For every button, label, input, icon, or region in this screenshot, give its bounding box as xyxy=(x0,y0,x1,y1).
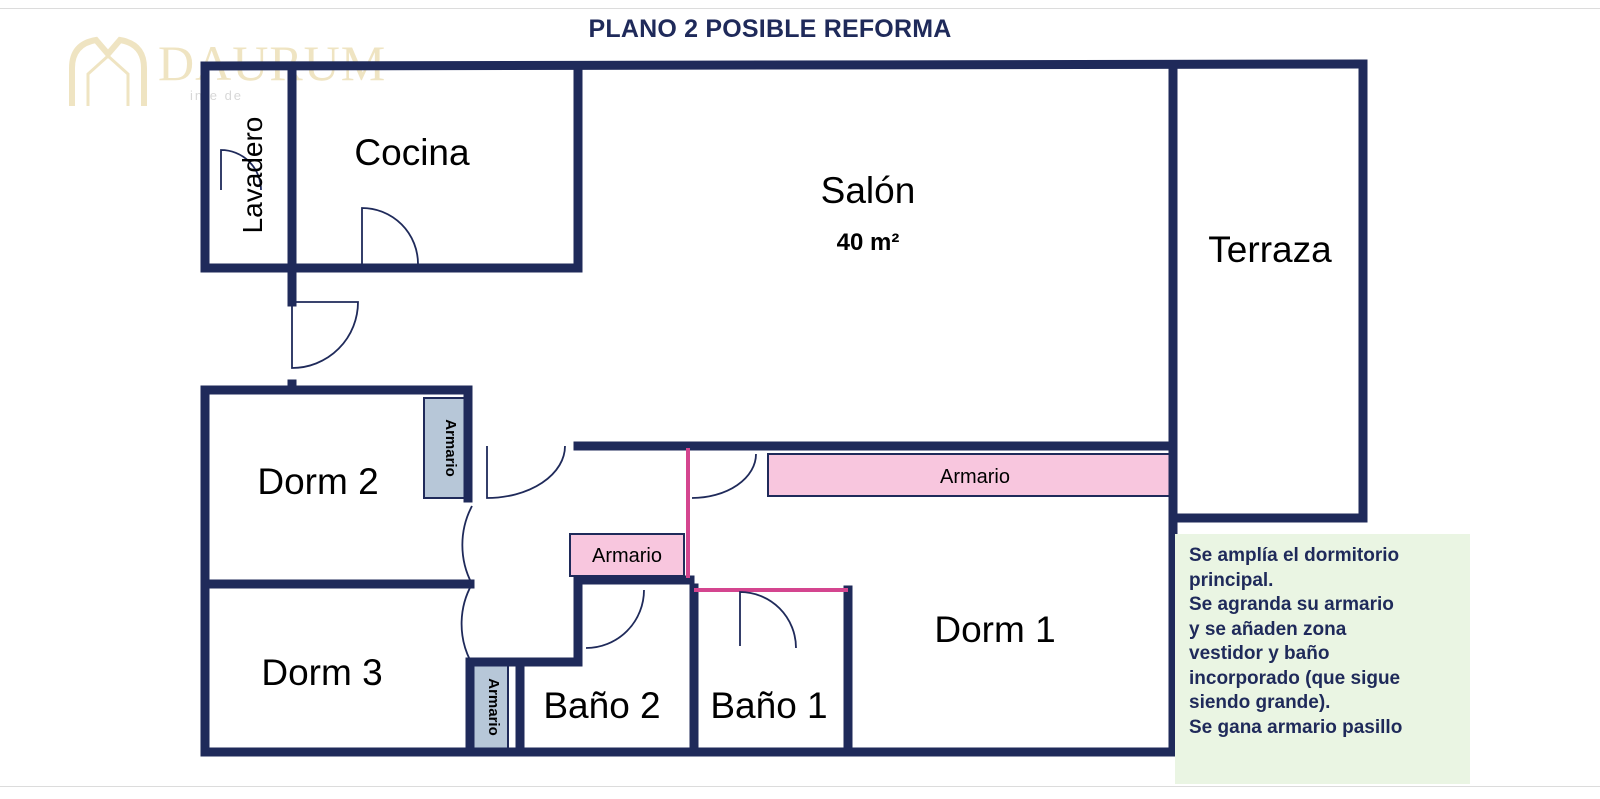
walls xyxy=(200,59,1368,757)
top-frame-line xyxy=(0,8,1600,9)
room-label-salon: Salón xyxy=(821,170,916,211)
room-label-dorm1: Dorm 1 xyxy=(934,609,1055,650)
door-dorm1 xyxy=(691,453,757,499)
wall-north xyxy=(200,59,1368,71)
armario-dorm2-fill xyxy=(423,397,469,499)
room-label-dorm3: Dorm 3 xyxy=(261,652,382,693)
salon-area-label: 40 m² xyxy=(837,229,900,256)
door-bano1 xyxy=(739,591,797,649)
door-bano2 xyxy=(585,589,645,649)
reform-note-box: Se amplía el dormitorio principal. Se ag… xyxy=(1175,534,1470,784)
armario-dorm3-label: Armario xyxy=(485,678,502,736)
room-label-cocina: Cocina xyxy=(354,132,470,173)
bottom-frame-line xyxy=(0,786,1600,787)
reform-note-text: Se amplía el dormitorio principal. Se ag… xyxy=(1189,545,1403,738)
door-dorm2 xyxy=(486,445,566,499)
room-label-bano1: Baño 1 xyxy=(710,685,827,726)
armario-dorm1-label: Armario xyxy=(940,466,1010,488)
armario-pasillo-fill xyxy=(569,533,685,577)
door-dorm2-pasillo xyxy=(461,505,473,585)
doors xyxy=(220,149,797,661)
door-lavadero xyxy=(220,149,262,191)
door-dorm3 xyxy=(460,583,473,661)
room-label-terraza: Terraza xyxy=(1208,229,1332,270)
armario-dorm2-label: Armario xyxy=(442,419,459,477)
room-label-lavadero: Lavadero xyxy=(237,117,268,234)
armario-pasillo-label: Armario xyxy=(592,545,662,567)
door-cocina xyxy=(361,207,419,265)
new-walls xyxy=(686,448,848,592)
room-label-dorm2: Dorm 2 xyxy=(257,461,378,502)
house-arch-icon xyxy=(69,36,147,106)
room-label-bano2: Baño 2 xyxy=(543,685,660,726)
door-hall xyxy=(291,301,359,369)
plan-title: PLANO 2 POSIBLE REFORMA xyxy=(588,15,952,43)
